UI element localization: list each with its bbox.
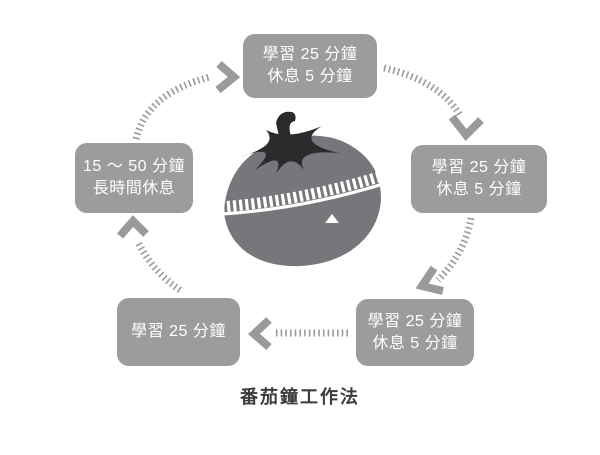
- step-line: 15 ～ 50 分鐘: [83, 158, 185, 175]
- step-line: 學習 25 分鐘: [367, 312, 463, 330]
- step-box-study-rest-3: 學習 25 分鐘 休息 5 分鐘: [356, 299, 474, 366]
- step-line: 學習 25 分鐘: [262, 46, 358, 63]
- arrowhead-up-icon: [116, 215, 149, 239]
- step-box-study-4: 學習 25 分鐘: [117, 298, 240, 366]
- timer-scale-ticks: [220, 170, 384, 213]
- arrowhead-down-icon: [448, 114, 484, 142]
- arrow-left-to-top: [132, 60, 241, 140]
- arrow-bottom-right-to-bottom-left: [248, 317, 348, 351]
- step-box-study-rest-2: 學習 25 分鐘 休息 5 分鐘: [411, 145, 547, 213]
- arrowhead-down-left-icon: [415, 265, 444, 295]
- dashed-arc: [134, 240, 182, 293]
- dashed-arc: [435, 217, 475, 283]
- dashed-arc: [132, 73, 211, 140]
- timer-scale-band: [221, 182, 384, 216]
- dashed-arc: [383, 64, 463, 117]
- arrow-top-to-right: [383, 64, 484, 142]
- arrowhead-right-icon: [215, 60, 241, 94]
- timer-pointer-icon: [325, 214, 339, 223]
- tomato-stalk: [276, 111, 296, 145]
- arrow-right-to-bottom-right: [415, 217, 475, 295]
- step-line: 休息 5 分鐘: [436, 181, 522, 198]
- step-line: 休息 5 分鐘: [372, 334, 458, 352]
- arrowhead-left-icon: [248, 317, 272, 351]
- tomato-timer-icon: [220, 111, 384, 267]
- step-box-study-rest-1: 學習 25 分鐘 休息 5 分鐘: [243, 34, 377, 98]
- step-line: 長時間休息: [92, 180, 176, 197]
- diagram-title: 番茄鐘工作法: [240, 387, 360, 407]
- tomato-sepals: [239, 126, 339, 174]
- step-line: 學習 25 分鐘: [131, 323, 226, 340]
- arrow-bottom-left-to-left: [116, 215, 182, 293]
- step-box-long-break: 15 ～ 50 分鐘 長時間休息: [75, 143, 193, 213]
- step-line: 學習 25 分鐘: [431, 159, 527, 176]
- step-line: 休息 5 分鐘: [267, 68, 353, 85]
